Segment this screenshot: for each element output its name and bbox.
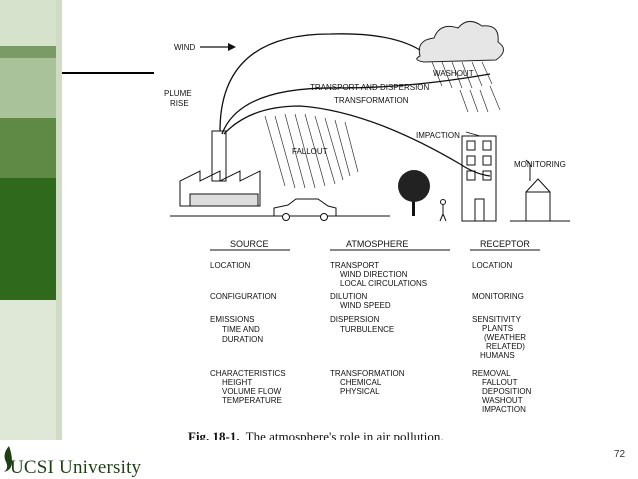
washout-label: WASHOUT	[433, 69, 474, 78]
impaction-pointer	[465, 131, 481, 137]
rise-label: RISE	[170, 99, 189, 108]
column-line: TRANSPORT	[330, 261, 379, 270]
column-line: PHYSICAL	[340, 387, 380, 396]
decorative-sidebar	[0, 0, 56, 440]
column-line: LOCATION	[210, 261, 251, 270]
column-line: DURATION	[222, 335, 263, 344]
sidebar-band	[0, 46, 56, 58]
column-line: DILUTION	[330, 292, 368, 301]
person-icon	[439, 199, 447, 222]
column-line: WASHOUT	[482, 396, 523, 405]
wind-label: WIND	[174, 43, 196, 52]
sidebar-band	[0, 0, 56, 46]
atmosphere-column: TRANSPORT WIND DIRECTION LOCAL CIRCULATI…	[330, 261, 427, 396]
receptor-header: RECEPTOR	[480, 239, 530, 249]
column-line: REMOVAL	[472, 369, 511, 378]
university-logo-icon	[4, 446, 12, 472]
car-icon	[273, 198, 337, 221]
figure-svg: WIND WASHOUT TRANSPORT AND DISPERSION TR…	[164, 21, 570, 444]
column-line: TRANSFORMATION	[330, 369, 405, 378]
column-headers: SOURCE ATMOSPHERE RECEPTOR	[210, 239, 540, 251]
washout-rain	[431, 61, 501, 113]
monitoring-label: MONITORING	[514, 160, 566, 169]
source-column: LOCATION CONFIGURATION EMISSIONS TIME AN…	[210, 261, 286, 405]
transformation-label: TRANSFORMATION	[334, 96, 409, 105]
title-underline	[62, 72, 154, 74]
column-line: MONITORING	[472, 292, 524, 301]
atmosphere-header: ATMOSPHERE	[346, 239, 408, 249]
air-pollution-figure: WIND WASHOUT TRANSPORT AND DISPERSION TR…	[150, 16, 600, 448]
university-logo-text: UCSI University	[10, 457, 142, 478]
column-line: TIME AND	[222, 325, 260, 334]
column-line: CONFIGURATION	[210, 292, 277, 301]
factory-icon	[170, 130, 390, 217]
column-line: CHARACTERISTICS	[210, 369, 286, 378]
column-line: PLANTS	[482, 324, 513, 333]
column-line: TEMPERATURE	[222, 396, 282, 405]
page-number: 72	[614, 449, 626, 460]
column-line: DEPOSITION	[482, 387, 532, 396]
sidebar-strip	[56, 0, 62, 440]
fallout-rain	[264, 113, 359, 189]
column-line: WIND SPEED	[340, 301, 391, 310]
sidebar-band	[0, 118, 56, 178]
sidebar-band	[0, 58, 56, 118]
cloud-icon	[416, 21, 504, 63]
column-line: HEIGHT	[222, 378, 252, 387]
column-line: RELATED)	[486, 342, 525, 351]
impaction-label: IMPACTION	[416, 131, 460, 140]
column-line: HUMANS	[480, 351, 515, 360]
column-line: IMPACTION	[482, 405, 526, 414]
receptor-column: LOCATION MONITORING SENSITIVITY PLANTS (…	[472, 261, 532, 414]
column-line: VOLUME FLOW	[222, 387, 282, 396]
source-header: SOURCE	[230, 239, 269, 249]
column-line: SENSITIVITY	[472, 315, 522, 324]
column-line: FALLOUT	[482, 378, 518, 387]
sidebar-band	[0, 178, 56, 300]
column-line: (WEATHER	[484, 333, 526, 342]
column-line: CHEMICAL	[340, 378, 382, 387]
wind-arrow-icon	[200, 43, 236, 51]
fallout-label: FALLOUT	[292, 147, 328, 156]
sidebar-band	[0, 300, 56, 440]
column-line: DISPERSION	[330, 315, 380, 324]
transport-dispersion-label: TRANSPORT AND DISPERSION	[310, 83, 430, 92]
column-line: TURBULENCE	[340, 325, 394, 334]
column-line: LOCATION	[472, 261, 513, 270]
column-line: LOCAL CIRCULATIONS	[340, 279, 427, 288]
tree-icon	[398, 170, 430, 216]
column-line: EMISSIONS	[210, 315, 254, 324]
monitoring-station-icon	[510, 159, 570, 222]
plume-label: PLUME	[164, 89, 192, 98]
column-line: WIND DIRECTION	[340, 270, 408, 279]
building-icon	[461, 135, 497, 222]
footer-bar	[0, 440, 638, 479]
